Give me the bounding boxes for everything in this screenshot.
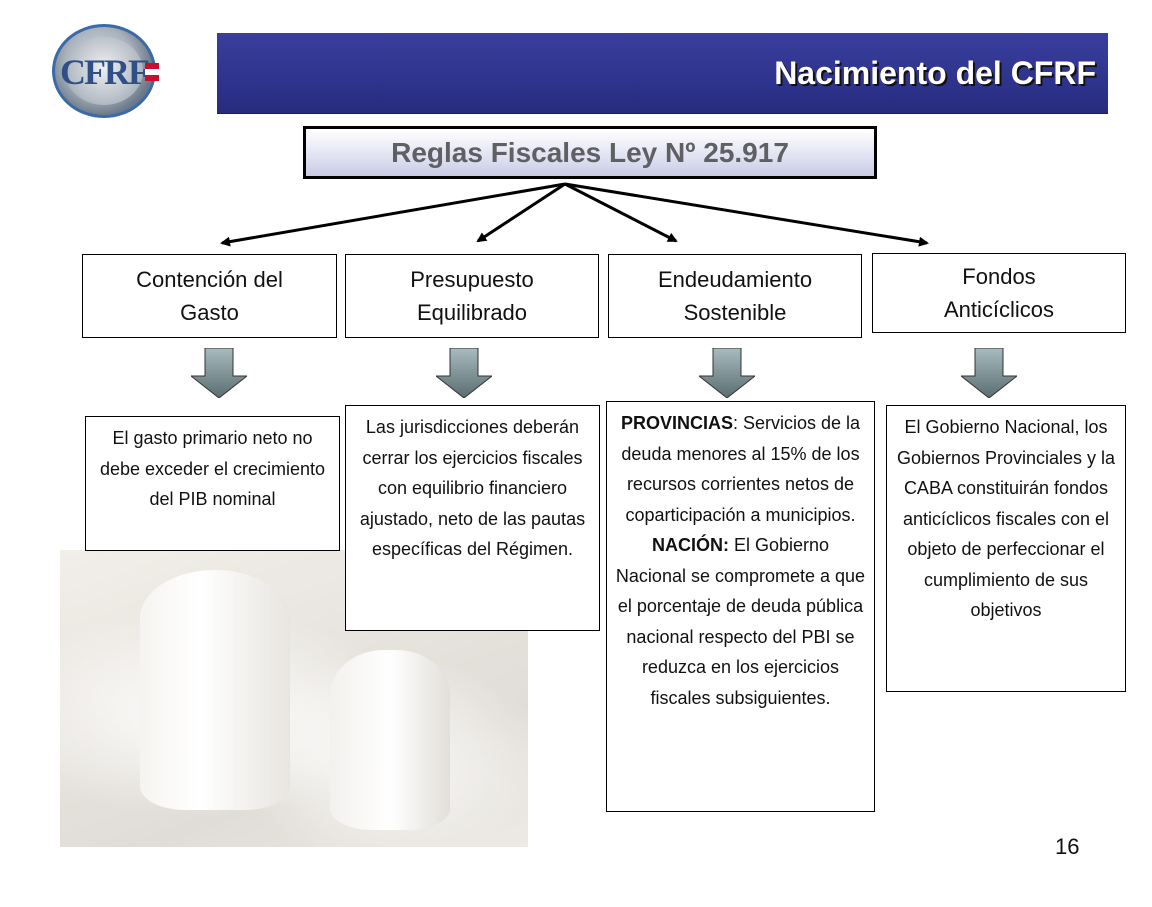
nacion-text: El Gobierno Nacional se compromete a que… (616, 535, 865, 708)
arrow-to-gasto (222, 184, 565, 243)
nacion-label: NACIÓN: (652, 535, 729, 555)
receipt-roll-image (140, 570, 290, 810)
category-line2: Anticíclicos (944, 297, 1054, 322)
down-arrow-icon (961, 348, 1017, 398)
down-arrow-icon (436, 348, 492, 398)
category-line2: Equilibrado (417, 300, 527, 325)
detail-endeudamiento: PROVINCIAS: Servicios de la deuda menore… (606, 401, 875, 812)
category-line2: Gasto (180, 300, 239, 325)
category-line1: Presupuesto (410, 267, 534, 292)
category-line2: Sostenible (684, 300, 787, 325)
down-arrow-icon (699, 348, 755, 398)
page-number: 16 (1055, 834, 1079, 860)
category-line1: Fondos (962, 264, 1035, 289)
provincias-label: PROVINCIAS (621, 413, 733, 433)
category-line1: Contención del (136, 267, 283, 292)
down-arrow-icon (191, 348, 247, 398)
category-line1: Endeudamiento (658, 267, 812, 292)
detail-presupuesto: Las jurisdicciones deberán cerrar los ej… (345, 405, 600, 631)
detail-fondos: El Gobierno Nacional, los Gobiernos Prov… (886, 405, 1126, 692)
detail-gasto: El gasto primario neto no debe exceder e… (85, 416, 340, 551)
receipt-roll-image (330, 650, 450, 830)
